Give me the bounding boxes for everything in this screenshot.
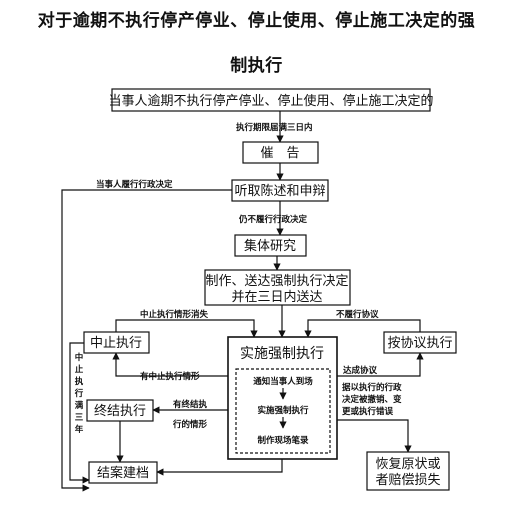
decision-text-2: 并在三日内送达	[231, 289, 322, 305]
label-has-termination-2: 行的情形	[172, 419, 208, 430]
step-enforce: 实施强制执行	[257, 405, 309, 416]
label-deadline: 执行期限届满三日内	[236, 122, 313, 133]
label-basis-revoked-2: 决定被撤销、变	[342, 394, 402, 405]
arrow-enforce-to-archive	[156, 459, 283, 476]
archive-text: 结案建档	[97, 466, 149, 481]
label-suspend-3yrs-char: 满	[75, 400, 84, 411]
decision-text-1: 制作、送达强制执行决定	[205, 274, 348, 289]
notice-text: 催 告	[260, 146, 299, 161]
label-suspend-3yrs-char: 行	[74, 388, 84, 399]
arrow-reach-agreement	[337, 352, 424, 377]
enforce-steps-box	[235, 368, 331, 454]
label-has-termination-1: 有终结执	[173, 399, 208, 410]
arrow-suspension-ended	[115, 319, 258, 338]
page-title-line-2: 制执行	[230, 56, 283, 76]
restore-box	[366, 451, 450, 491]
label-suspend-3yrs-char: 年	[75, 424, 84, 435]
start-box	[111, 88, 431, 112]
arrow-has-suspension	[112, 352, 228, 377]
enforce-text: 实施强制执行	[240, 346, 324, 362]
label-suspend-3yrs-char: 执	[75, 376, 84, 387]
restore-text-2: 者赔偿损失	[375, 473, 440, 488]
hearing-text: 听取陈述和申辩	[234, 183, 325, 199]
start-text: 当事人逾期不执行停产停业、停止使用、停止施工决定的	[108, 93, 433, 109]
step-record: 制作现场笔录	[257, 435, 309, 446]
label-reach-agreement: 达成协议	[343, 365, 378, 376]
step-notify: 通知当事人到场	[253, 376, 313, 387]
page-title-line-1: 对于逾期不执行停产停业、停止使用、停止施工决定的强	[37, 11, 476, 31]
label-suspend-3yrs-char: 三	[75, 413, 84, 423]
decision-box	[204, 269, 351, 306]
agreement-text: 按协议执行	[387, 336, 452, 351]
collective-study-text: 集体研究	[244, 238, 296, 254]
collective-study-box	[234, 234, 307, 257]
label-suspend-3yrs-char: 止	[75, 364, 84, 375]
label-basis-revoked-3: 更或执行错误	[342, 406, 394, 417]
arrow-suspend-to-archive	[69, 342, 90, 484]
arrow-fulfilled-to-archive	[61, 189, 232, 492]
label-suspension-ended: 中止执行情形消失	[140, 309, 209, 320]
label-suspend-3yrs: 中 止 执 行 满 三 年	[74, 352, 84, 435]
label-not-fulfill-agreement: 不履行协议	[336, 309, 379, 320]
suspend-text: 中止执行	[90, 336, 142, 351]
restore-text-1: 恢复原状或	[375, 457, 440, 472]
terminate-text: 终结执行	[94, 403, 146, 419]
label-basis-revoked-1: 据以执行的行政	[342, 382, 402, 393]
arrow-basis-revoked	[337, 419, 412, 453]
label-still-not-fulfill: 仍不履行行政决定	[238, 214, 308, 225]
label-party-fulfilled: 当事人履行行政决定	[96, 179, 173, 190]
label-suspend-3yrs-char: 中	[75, 352, 84, 363]
arrow-not-fulfill-agreement	[304, 319, 421, 338]
label-has-suspension: 有中止执行情形	[140, 371, 200, 382]
